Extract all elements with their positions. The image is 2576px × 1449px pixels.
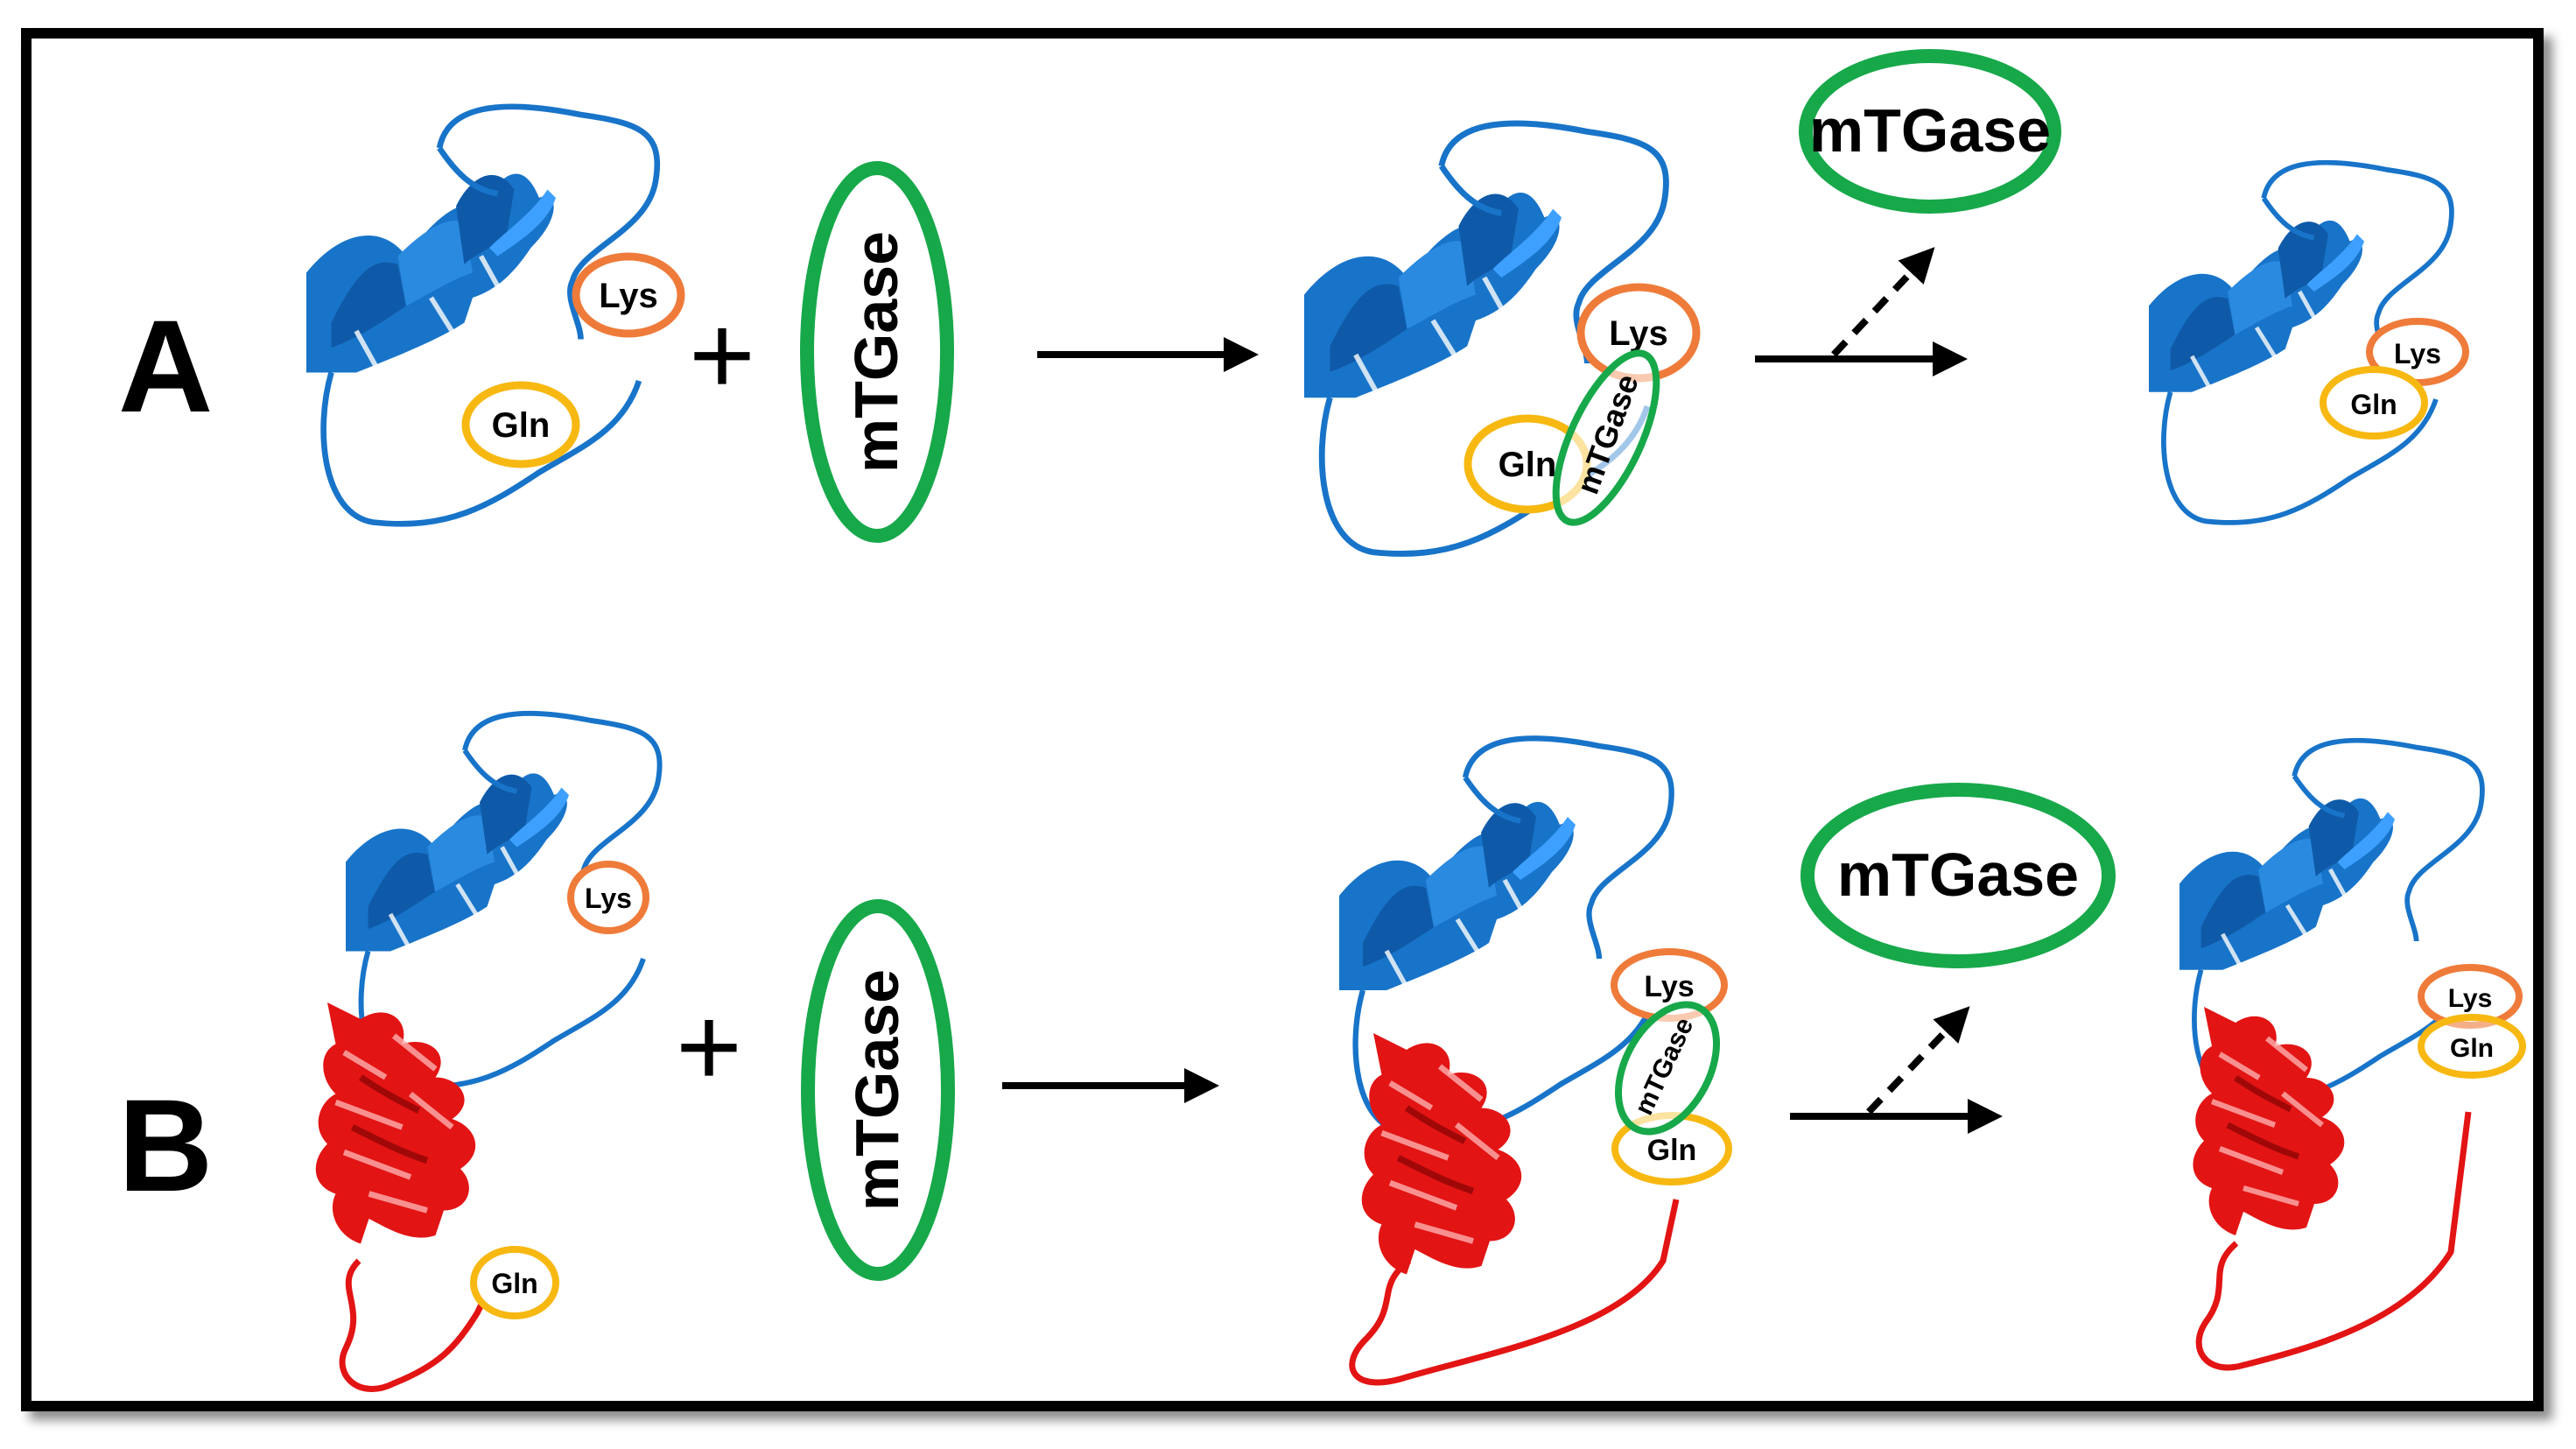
enzyme-label: mTGase xyxy=(843,969,911,1211)
enzyme-release-arrow-b xyxy=(1866,1006,1970,1115)
gln-label: Gln xyxy=(492,406,551,445)
gln-label: Gln xyxy=(1499,446,1557,484)
lys-site-ring xyxy=(2418,964,2523,1029)
panel-b-complex: Lys Gln mTGase xyxy=(1339,738,1732,1386)
panel-a-product: Lys Gln xyxy=(2149,163,2469,523)
enzyme-label: mTGase xyxy=(1837,841,2079,909)
enzyme-ring xyxy=(801,899,955,1281)
panel-b-enzyme: mTGase xyxy=(801,899,955,1281)
gln-site-ring xyxy=(470,1246,559,1319)
enzyme-ring xyxy=(1799,49,2061,214)
lys-label: Lys xyxy=(599,277,657,315)
enzyme-ring xyxy=(800,161,954,543)
gln-site-ring xyxy=(461,381,580,468)
lys-site-ring xyxy=(572,252,685,338)
enzyme-ring xyxy=(1800,783,2116,968)
panel-a-label: A xyxy=(118,292,213,440)
panel-b-product: Lys Gln xyxy=(2179,741,2526,1371)
lys-label: Lys xyxy=(2394,338,2441,369)
panel-a-complex: Lys Gln mTGase xyxy=(1304,123,1701,554)
plus-sign-b: + xyxy=(676,982,742,1110)
gln-site-ring xyxy=(2418,1014,2526,1079)
enzyme-label: mTGase xyxy=(1809,96,2051,165)
panel-b-lys-protein: Lys xyxy=(346,714,660,1087)
lys-label: Lys xyxy=(1644,970,1694,1003)
lys-label: Lys xyxy=(1609,314,1667,353)
gln-label: Gln xyxy=(2350,389,2397,420)
panel-b-released-enzyme: mTGase xyxy=(1800,783,2116,968)
panel-a-substrate-protein: Lys Gln xyxy=(306,107,685,524)
panel-a-released-enzyme: mTGase xyxy=(1799,49,2061,214)
panel-b-gln-protein: Gln xyxy=(316,1002,559,1392)
lys-label: Lys xyxy=(2448,984,2493,1013)
gln-site-ring xyxy=(2320,366,2428,440)
panel-b-label: B xyxy=(118,1072,213,1219)
enzyme-release-arrow-a xyxy=(1831,247,1935,357)
lys-label: Lys xyxy=(585,883,632,914)
panel-a-enzyme: mTGase xyxy=(800,161,954,543)
gln-label: Gln xyxy=(491,1268,537,1299)
plus-sign-a: + xyxy=(689,291,755,419)
gln-label: Gln xyxy=(1647,1134,1697,1167)
lys-site-ring xyxy=(567,861,649,934)
gln-label: Gln xyxy=(2450,1034,2494,1063)
bound-enzyme-ring xyxy=(1614,1001,1721,1136)
enzyme-label: mTGase xyxy=(842,231,910,473)
bound-enzyme-ring xyxy=(1552,349,1660,526)
